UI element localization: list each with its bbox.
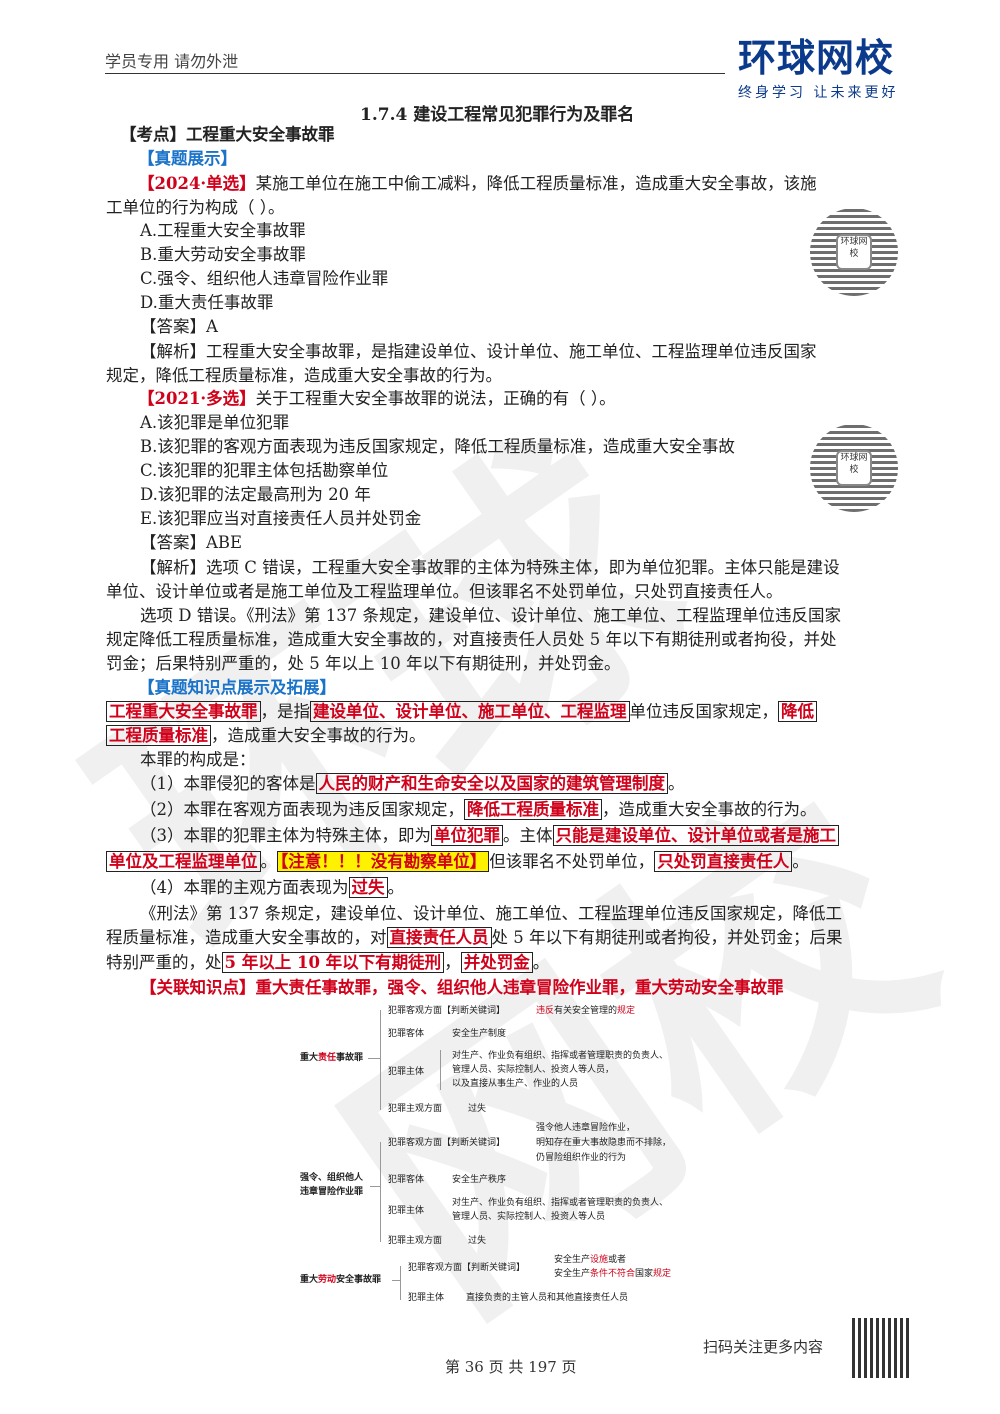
q2-option-c: C.该犯罪的犯罪主体包括勘察单位 bbox=[140, 461, 389, 480]
mm1-root: 重大责任事故罪 bbox=[300, 1053, 364, 1063]
q2-option-b: B.该犯罪的客观方面表现为违反国家规定，降低工程质量标准，造成重大安全事故 bbox=[140, 437, 735, 456]
brand-slogan: 终身学习 让未来更好 bbox=[738, 85, 899, 101]
section-title: 1.7.4 建设工程常见犯罪行为及罪名 bbox=[360, 105, 635, 125]
goucheng-item-3: （3）本罪的犯罪主体为特殊主体，即为单位犯罪。主体只能是建设单位、设计单位或者是… bbox=[140, 824, 839, 848]
mm3-branch-subject: 犯罪主体 bbox=[408, 1293, 445, 1303]
mm1-branch-objective: 犯罪客观方面【判断关键词】 bbox=[388, 1006, 506, 1016]
mm2-subjective-value: 过失 bbox=[468, 1236, 487, 1246]
mm1-branch-subjective: 犯罪主观方面 bbox=[388, 1104, 443, 1114]
goucheng-label: 本罪的构成是： bbox=[140, 750, 256, 769]
scan-hint: 扫码关注更多内容 bbox=[703, 1338, 824, 1356]
mm2-branch-subject: 犯罪主体 bbox=[388, 1206, 425, 1216]
mm1-branch-subject: 犯罪主体 bbox=[388, 1067, 425, 1077]
qr-code[interactable] bbox=[810, 208, 898, 296]
q2-option-e: E.该犯罪应当对直接责任人员并处罚金 bbox=[140, 509, 422, 528]
goucheng-item-1: （1）本罪侵犯的客体是人民的财产和生命安全以及国家的建筑管理制度。 bbox=[140, 773, 685, 794]
mm1-subject-value: 管理人员、实际控制人、投资人等人员， bbox=[452, 1065, 615, 1075]
mm2-branch-object: 犯罪客体 bbox=[388, 1175, 425, 1185]
mm1-object-value: 安全生产制度 bbox=[452, 1029, 507, 1039]
mm2-root: 违章冒险作业罪 bbox=[300, 1187, 364, 1197]
qr-logo: 环球网校 bbox=[836, 234, 872, 270]
mm2-subject-value: 对生产、作业负有组织、指挥或者管理职责的负责人、 bbox=[452, 1198, 669, 1208]
header-notice: 学员专用 请勿外泄 bbox=[105, 52, 239, 71]
goucheng-item-4: （4）本罪的主观方面表现为过失。 bbox=[140, 877, 404, 898]
mm1-subject-value: 对生产、作业负有组织、指挥或者管理职责的负责人、 bbox=[452, 1051, 669, 1061]
q2-option-d: D.该犯罪的法定最高刑为 20 年 bbox=[140, 485, 371, 504]
knowledge-heading: 【真题知识点展示及拓展】 bbox=[138, 678, 336, 697]
goucheng-item-2: （2）本罪在客观方面表现为违反国家规定，降低工程质量标准，造成重大安全事故的行为… bbox=[140, 799, 817, 820]
header-divider bbox=[105, 73, 725, 74]
zhenti-heading: 【真题展示】 bbox=[138, 149, 237, 168]
related-knowledge: 【关联知识点】重大责任事故罪，强令、组织他人违章冒险作业罪，重大劳动安全事故罪 bbox=[140, 978, 784, 997]
q1-option-d: D.重大责任事故罪 bbox=[140, 293, 274, 312]
q2-analysis: 【解析】选项 C 错误，工程重大安全事故罪的主体为特殊主体，即为单位犯罪。主体只… bbox=[140, 558, 840, 577]
q2-analysis-d: 选项 D 错误。《刑法》第 137 条规定，建设单位、设计单位、施工单位、工程监… bbox=[140, 606, 841, 625]
q1-analysis: 【解析】工程重大安全事故罪，是指建设单位、设计单位、施工单位、工程监理单位违反国… bbox=[140, 342, 817, 361]
q1-option-c: C.强令、组织他人违章冒险作业罪 bbox=[140, 269, 389, 288]
knowledge-definition-cont: 工程质量标准，造成重大安全事故的行为。 bbox=[106, 724, 426, 748]
mm3-root: 重大劳动安全事故罪 bbox=[300, 1275, 382, 1285]
q2-stem: 【2021·多选】关于工程重大安全事故罪的说法，正确的有（ ）。 bbox=[138, 389, 616, 408]
q2-analysis-d-cont: 规定降低工程质量标准，造成重大安全事故的，对直接责任人员处 5 年以下有期徒刑或… bbox=[106, 630, 837, 649]
mm2-objective-value: 明知存在重大事故隐患而不排除， bbox=[536, 1138, 672, 1148]
brand-logo: 环球网校 bbox=[738, 36, 895, 80]
mm2-root: 强令、组织他人 bbox=[300, 1173, 364, 1183]
mm3-branch-objective: 犯罪客观方面【判断关键词】 bbox=[408, 1263, 526, 1273]
q1-answer: 【答案】A bbox=[140, 317, 218, 336]
q2-option-a: A.该犯罪是单位犯罪 bbox=[140, 413, 290, 432]
q1-analysis-cont: 规定，降低工程质量标准，造成重大安全事故的行为。 bbox=[106, 366, 502, 385]
mm1-subject-value: 以及直接从事生产、作业的人员 bbox=[452, 1079, 579, 1089]
mm2-branch-objective: 犯罪客观方面【判断关键词】 bbox=[388, 1138, 506, 1148]
mm2-object-value: 安全生产秩序 bbox=[452, 1175, 507, 1185]
q1-option-a: A.工程重大安全事故罪 bbox=[140, 221, 306, 240]
mm2-subject-value: 管理人员、实际控制人、投资人等人员 bbox=[452, 1212, 606, 1222]
knowledge-definition: 工程重大安全事故罪，是指建设单位、设计单位、施工单位、工程监理单位违反国家规定，… bbox=[106, 700, 817, 724]
mm3-objective-value: 安全生产设施或者 bbox=[554, 1255, 627, 1265]
q1-stem-cont: 工单位的行为构成（ ）。 bbox=[106, 198, 285, 217]
goucheng-item-3-cont: 单位及工程监理单位。【注意！！！没有勘察单位】但该罪名不处罚单位，只处罚直接责任… bbox=[106, 850, 809, 874]
mm2-objective-value: 强令他人违章冒险作业， bbox=[536, 1123, 636, 1133]
mm3-subject-value: 直接负责的主管人员和其他直接责任人员 bbox=[466, 1293, 629, 1303]
mm1-branch-object: 犯罪客体 bbox=[388, 1029, 425, 1039]
q2-answer: 【答案】ABE bbox=[140, 533, 243, 552]
kaodian-heading: 【考点】工程重大安全事故罪 bbox=[120, 125, 335, 144]
q1-stem: 【2024·单选】某施工单位在施工中偷工减料，降低工程质量标准，造成重大安全事故… bbox=[138, 174, 817, 193]
mm3-objective-value: 安全生产条件不符合国家规定 bbox=[554, 1269, 672, 1279]
page-number: 第 36 页 共 197 页 bbox=[445, 1358, 577, 1376]
q1-option-b: B.重大劳动安全事故罪 bbox=[140, 245, 306, 264]
q2-analysis-cont: 单位、设计单位或者是施工单位及工程监理单位。但该罪名不处罚单位，只处罚直接责任人… bbox=[106, 582, 783, 601]
mm1-objective-value: 违反有关安全管理的规定 bbox=[536, 1006, 636, 1016]
mm2-branch-subjective: 犯罪主观方面 bbox=[388, 1236, 443, 1246]
law-text-cont: 程质量标准，造成重大安全事故的，对直接责任人员处 5 年以下有期徒刑或者拘役，并… bbox=[106, 927, 843, 948]
mm1-subjective-value: 过失 bbox=[468, 1104, 487, 1114]
qr-logo: 环球网校 bbox=[836, 450, 872, 486]
law-text: 《刑法》第 137 条规定，建设单位、设计单位、施工单位、工程监理单位违反国家规… bbox=[140, 904, 842, 923]
footer-qr-code[interactable] bbox=[852, 1318, 912, 1378]
mm2-objective-value: 仍冒险组织作业的行为 bbox=[536, 1153, 627, 1163]
q2-analysis-d-end: 罚金；后果特别严重的，处 5 年以上 10 年以下有期徒刑，并处罚金。 bbox=[106, 654, 621, 673]
